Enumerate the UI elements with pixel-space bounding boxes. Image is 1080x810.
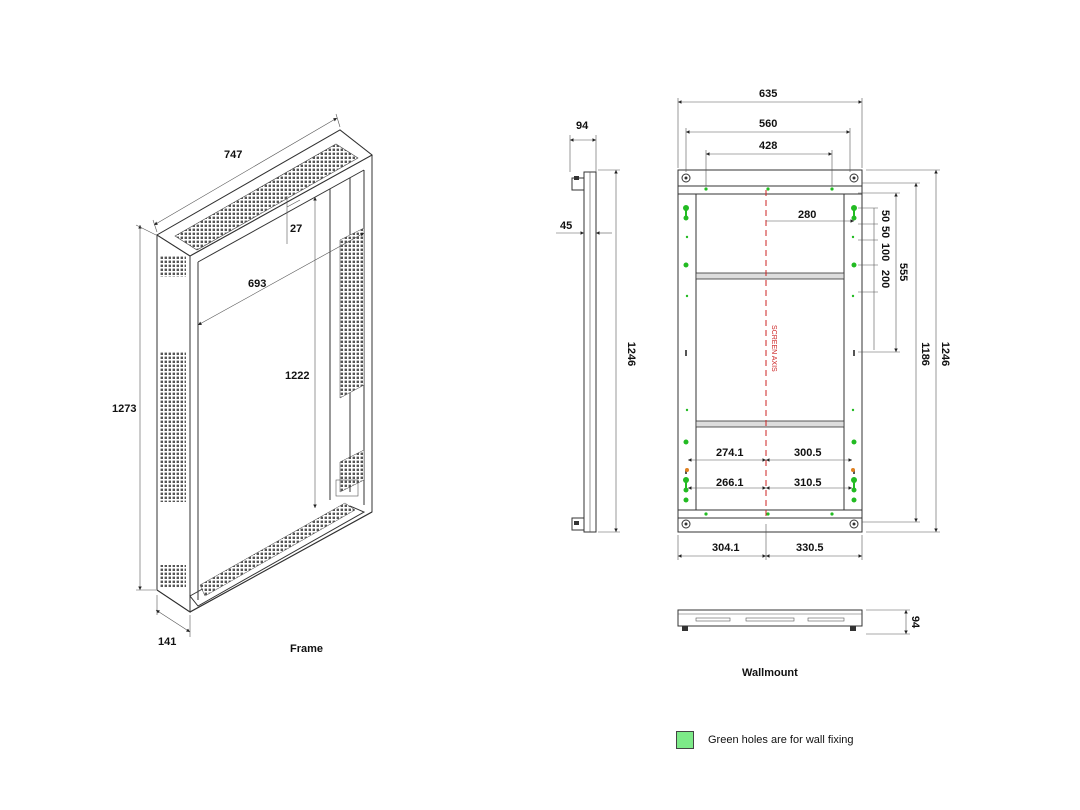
wm-dim-bottom-depth: 94 xyxy=(909,616,921,629)
mount-hole xyxy=(849,519,859,529)
wm-dim-300: 300.5 xyxy=(794,447,822,459)
wm-dim-1186: 1186 xyxy=(919,342,931,366)
wm-dim-304: 304.1 xyxy=(712,542,740,554)
wallmount-bottom-view: 94 Wallmount xyxy=(677,609,921,679)
frame-front-vent-bottom xyxy=(160,565,186,587)
wm-dim-50b: 50 xyxy=(879,226,891,238)
frame-dim-inner-width: 693 xyxy=(248,278,266,290)
wallmount-crossbar-top xyxy=(695,272,845,280)
wm-dim-266: 266.1 xyxy=(716,477,744,489)
frame-side-vent-low xyxy=(339,449,365,493)
frame-caption: Frame xyxy=(290,643,323,655)
frame-dim-height: 1273 xyxy=(112,403,136,415)
frame-front-vent-middle xyxy=(160,352,186,502)
legend-green-swatch xyxy=(676,731,694,749)
wallmount-opening xyxy=(695,193,845,511)
wm-dim-274: 274.1 xyxy=(716,447,744,459)
wm-dim-1246: 1246 xyxy=(939,342,951,366)
legend: Green holes are for wall fixing xyxy=(676,731,854,749)
wm-dim-200: 200 xyxy=(879,270,891,288)
frame-dim-width: 747 xyxy=(224,149,242,161)
mount-hole xyxy=(849,173,859,183)
frame-dim-top-offset: 27 xyxy=(290,223,302,235)
frame-bottom-bracket xyxy=(335,479,359,497)
frame-front-vent-top xyxy=(160,255,186,277)
wm-dim-280: 280 xyxy=(798,209,816,221)
wm-dim-555: 555 xyxy=(897,263,909,281)
frame-dim-depth: 141 xyxy=(158,636,176,648)
side-dim-height: 1246 xyxy=(625,342,637,366)
frame-view: 747 27 693 1222 1273 141 Frame xyxy=(112,113,373,655)
wm-dim-330: 330.5 xyxy=(796,542,824,554)
wallmount-caption: Wallmount xyxy=(742,667,798,679)
side-view: 94 45 1246 xyxy=(556,120,637,533)
green-fixing-holes xyxy=(683,187,857,516)
frame-bottom-vent xyxy=(199,502,356,597)
wm-dim-50a: 50 xyxy=(879,210,891,222)
wm-dim-310: 310.5 xyxy=(794,477,822,489)
side-dim-depth: 94 xyxy=(576,120,589,132)
wallmount-crossbar-bottom xyxy=(695,420,845,428)
wallmount-outline xyxy=(677,169,863,533)
mount-hole xyxy=(681,173,691,183)
screen-axis-label: SCREEN AXIS xyxy=(770,325,777,372)
wm-dim-560: 560 xyxy=(759,118,777,130)
frame-dim-inner-height: 1222 xyxy=(285,370,309,382)
wm-dim-100: 100 xyxy=(879,243,891,261)
wallmount-front-view: SCREEN AXIS 635 560 428 280 50 50 100 20… xyxy=(677,88,951,560)
frame-side-vent xyxy=(339,227,365,399)
side-dim-bracket: 45 xyxy=(560,220,572,232)
mount-hole xyxy=(681,519,691,529)
wm-dim-635: 635 xyxy=(759,88,777,100)
legend-text: Green holes are for wall fixing xyxy=(708,734,854,746)
wm-dim-428: 428 xyxy=(759,140,777,152)
